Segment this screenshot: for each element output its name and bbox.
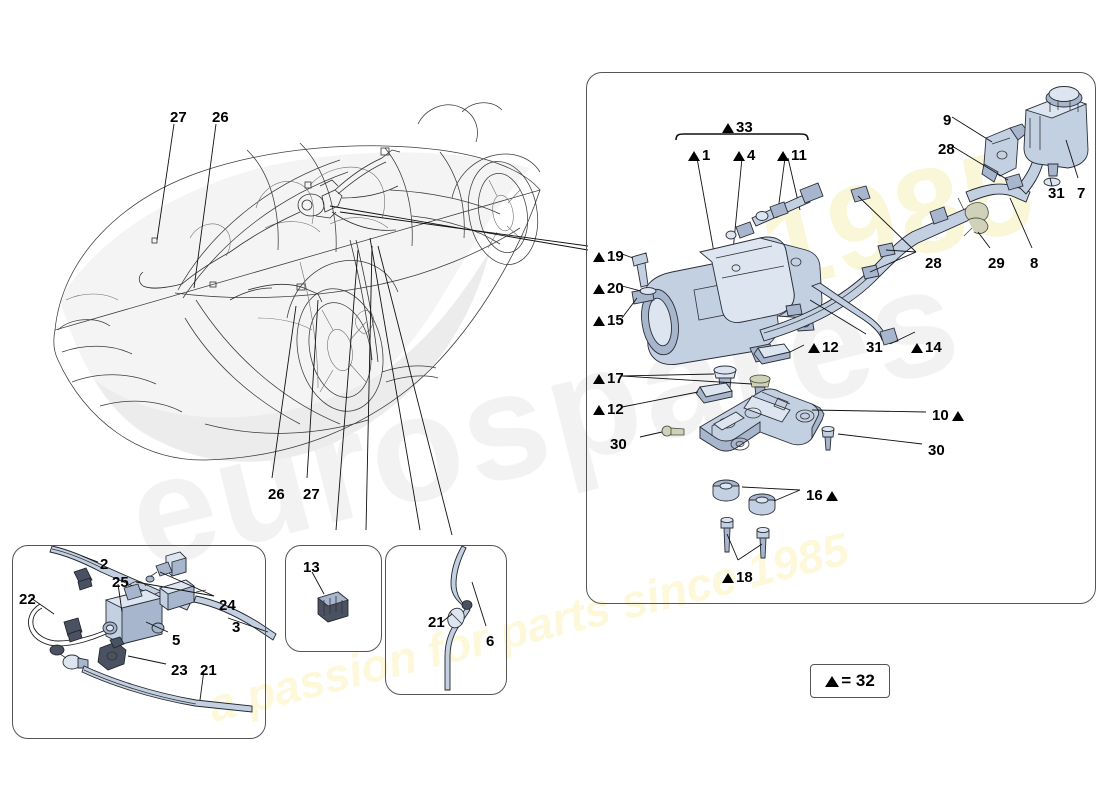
triangle-icon — [722, 573, 734, 583]
main-panel-leader-lines — [621, 116, 1079, 561]
triangle-icon — [808, 343, 820, 353]
triangle-icon — [951, 411, 964, 421]
callout-7: 7 — [1077, 185, 1086, 202]
mount-16-a — [712, 479, 740, 502]
triangle-icon — [593, 252, 605, 262]
triangle-icon — [593, 405, 605, 415]
triangle-icon — [911, 343, 923, 353]
triangle-icon — [777, 151, 789, 161]
triangle-icon — [688, 151, 700, 161]
callout-17: 17 — [593, 371, 624, 386]
callout-26-upper: 26 — [212, 109, 229, 126]
callout-26-lower: 26 — [268, 486, 285, 503]
callout-11: 11 — [777, 148, 807, 163]
callout-12-upper: 12 — [808, 340, 839, 355]
harness-panel-frame — [12, 545, 266, 739]
bolt-30-right — [821, 425, 835, 451]
bolt-18-b — [756, 526, 770, 559]
callout-13: 13 — [303, 559, 320, 576]
grommet-21 — [447, 607, 465, 629]
callout-25: 25 — [112, 574, 129, 591]
connector-24 — [145, 551, 187, 583]
callout-27-upper: 27 — [170, 109, 187, 126]
callout-18: 18 — [722, 570, 753, 585]
triangle-icon — [722, 123, 734, 133]
callout-3: 3 — [232, 619, 241, 636]
sensor-23 — [97, 636, 127, 671]
callout-9: 9 — [943, 112, 952, 129]
clip-panel-artwork — [311, 571, 349, 623]
callout-33-group: 33 — [722, 120, 753, 135]
bolt-30-left — [661, 425, 685, 437]
triangle-icon — [593, 284, 605, 294]
callout-24: 24 — [219, 597, 236, 614]
callout-12-lower: 12 — [593, 402, 624, 417]
hose-panel-artwork — [441, 545, 487, 691]
callout-10: 10 — [932, 408, 964, 423]
triangle-icon — [825, 491, 838, 501]
main-panel-frame — [586, 72, 1096, 604]
callout-1: 1 — [688, 148, 710, 163]
reservoir-7 — [1023, 86, 1089, 177]
callout-21-harness: 21 — [200, 662, 217, 679]
callout-2: 2 — [100, 556, 109, 573]
clip-panel-frame — [285, 545, 382, 652]
callout-28-lower: 28 — [925, 255, 942, 272]
legend-box: = 32 — [810, 664, 890, 698]
callout-16: 16 — [806, 488, 838, 503]
callout-31-pump: 31 — [866, 339, 883, 356]
legend-text: = 32 — [841, 671, 875, 690]
callout-23: 23 — [171, 662, 188, 679]
harness-panel-artwork — [28, 545, 277, 713]
callout-4: 4 — [733, 148, 755, 163]
bolt-19 — [631, 252, 649, 288]
callout-29: 29 — [988, 255, 1005, 272]
callout-31-reservoir: 31 — [1048, 185, 1065, 202]
callout-30-left: 30 — [610, 436, 627, 453]
callout-6: 6 — [486, 633, 495, 650]
triangle-icon — [825, 675, 840, 687]
callout-5: 5 — [172, 632, 181, 649]
callout-27-lower: 27 — [303, 486, 320, 503]
vehicle-leader-lines — [156, 123, 589, 536]
callout-22: 22 — [19, 591, 36, 608]
mount-16-b — [748, 493, 776, 516]
callout-21-hose: 21 — [428, 614, 445, 631]
callout-19: 19 — [593, 249, 624, 264]
callout-15: 15 — [593, 313, 624, 328]
module-5 — [102, 581, 165, 645]
callout-8: 8 — [1030, 255, 1039, 272]
triangle-icon — [733, 151, 745, 161]
callout-14: 14 — [911, 340, 942, 355]
bolt-18-a — [720, 516, 734, 553]
callout-30-right: 30 — [928, 442, 945, 459]
callout-28-upper: 28 — [938, 141, 955, 158]
triangle-icon — [593, 316, 605, 326]
support-bracket-10 — [699, 388, 825, 452]
bracket-9 — [981, 123, 1029, 183]
triangle-icon — [593, 374, 605, 384]
main-panel-artwork — [621, 86, 1089, 561]
hose-panel-frame — [385, 545, 507, 695]
callout-20: 20 — [593, 281, 624, 296]
vehicle-illustration — [53, 102, 541, 462]
